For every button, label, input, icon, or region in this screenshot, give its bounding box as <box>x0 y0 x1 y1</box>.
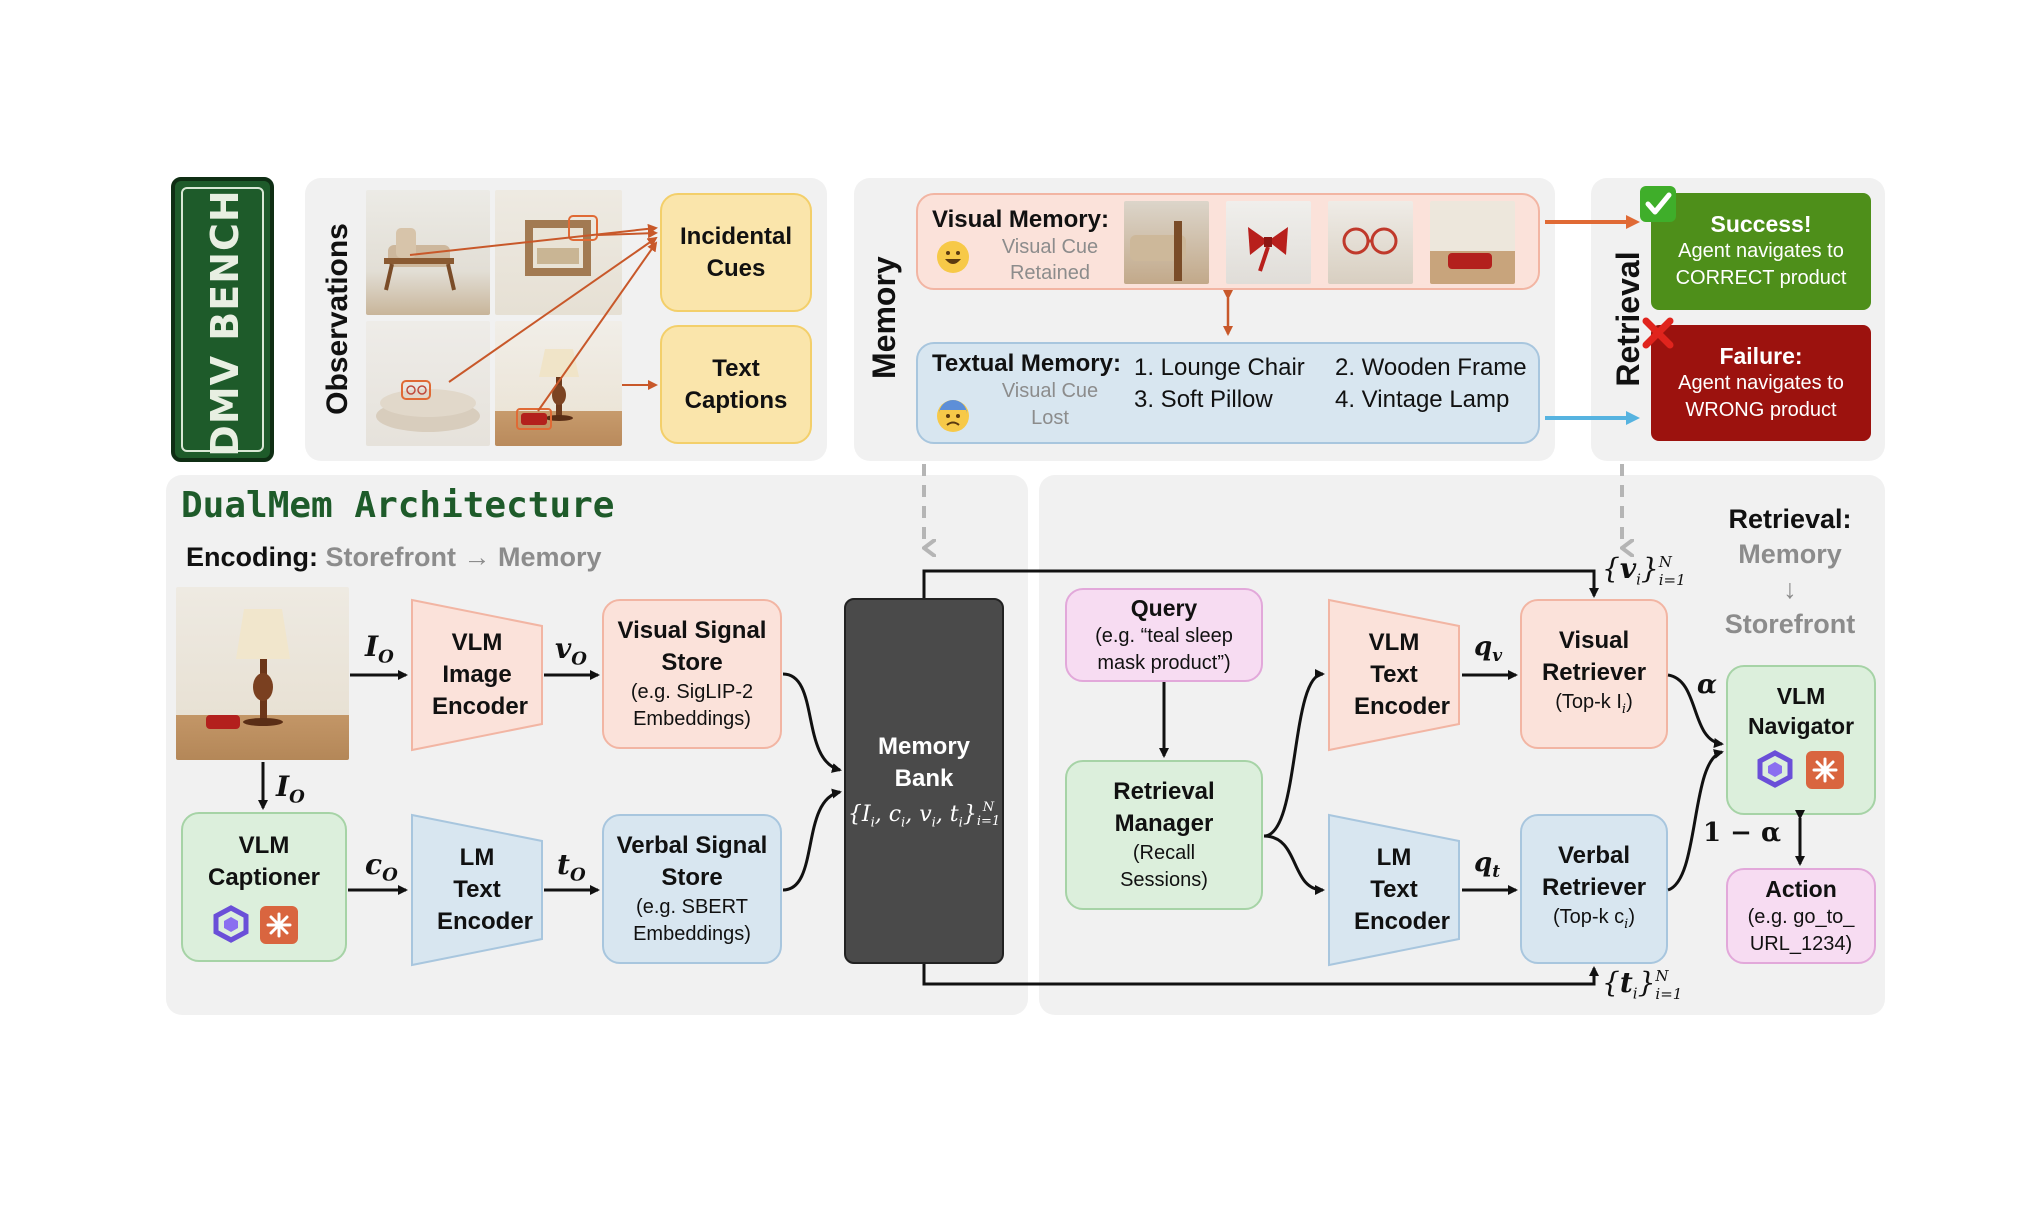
label-alpha: α <box>1697 670 1718 700</box>
text-item-2: 2. Wooden Frame <box>1335 354 1527 381</box>
visual-memory-label: Visual Memory: <box>932 206 1109 233</box>
verbal-retriever-box: Verbal Retriever (Top-k ci) <box>1520 814 1668 964</box>
vlm-navigator-box: VLM Navigator <box>1726 665 1876 815</box>
encoding-label: Encoding: <box>186 542 318 572</box>
vlm-text-encoder-shape <box>1328 598 1460 752</box>
label-q-v: qv <box>1474 632 1503 667</box>
lm-text-encoder-2-shape <box>1328 813 1460 967</box>
incidental-cues-label: Incidental Cues <box>679 222 793 282</box>
failure-title: Failure: <box>1719 342 1803 369</box>
thumb-red-case <box>1430 201 1515 284</box>
retrieval-to: Storefront <box>1724 609 1856 639</box>
label-I-O-2: IO <box>276 770 305 808</box>
lm-text-encoder-2-label: LM Text Encoder <box>1354 844 1451 935</box>
vlm-navigator-label: VLM Navigator <box>1747 683 1855 739</box>
visual-retriever-box: Visual Retriever (Top-k Ii) <box>1520 599 1668 749</box>
encoding-flow: Storefront → Memory <box>325 542 602 572</box>
thumb-red-bow <box>1226 201 1311 284</box>
retrieval-from: Memory <box>1738 539 1842 569</box>
visual-store-title: Visual Signal Store <box>617 617 767 676</box>
vlm-text-encoder-label: VLM Text Encoder <box>1354 629 1451 720</box>
verbal-store-title: Verbal Signal Store <box>616 832 768 891</box>
label-one-minus-alpha: 1 − α <box>1703 818 1781 848</box>
retrieval-manager-box: Retrieval Manager (Recall Sessions) <box>1065 760 1263 910</box>
visual-store-sub: (e.g. SigLIP-2 Embeddings) <box>630 681 754 730</box>
text-captions-box: Text Captions <box>660 325 812 444</box>
vlm-image-encoder-shape <box>411 598 543 752</box>
query-box: Query (e.g. “teal sleep mask product”) <box>1065 588 1263 682</box>
memory-bank-label: Memory Bank <box>877 733 971 793</box>
text-captions-label: Text Captions <box>684 354 788 414</box>
smiling-face-icon <box>937 241 969 273</box>
text-item-3: 3. Soft Pillow <box>1134 386 1273 413</box>
label-c-O: cO <box>365 848 398 886</box>
text-item-1: 1. Lounge Chair <box>1134 354 1305 381</box>
vlm-image-encoder-label: VLM Image Encoder <box>432 629 529 720</box>
action-sub: (e.g. go_to_ URL_1234) <box>1747 906 1855 955</box>
storefront-lamp-photo <box>176 587 349 760</box>
verbal-retriever-title: Verbal Retriever <box>1541 842 1647 901</box>
label-q-t: qt <box>1474 848 1501 883</box>
retrieval-arrow: ↓ <box>1783 574 1797 604</box>
verbal-store-sub: (e.g. SBERT Embeddings) <box>633 896 751 945</box>
incidental-cues-box: Incidental Cues <box>660 193 812 312</box>
encoding-heading: Encoding: Storefront → Memory <box>186 542 602 573</box>
architecture-title: DualMem Architecture <box>181 485 615 526</box>
failure-box: Failure: Agent navigates to WRONG produc… <box>1651 325 1871 441</box>
retrieval-heading: Retrieval: Memory ↓ Storefront <box>1700 502 1880 642</box>
success-text: Agent navigates to CORRECT product <box>1675 240 1847 289</box>
verbal-retriever-sub: (Top-k ci) <box>1553 906 1635 932</box>
verbal-signal-store-box: Verbal Signal Store (e.g. SBERT Embeddin… <box>602 814 782 964</box>
retrieval-label: Retrieval: <box>1728 504 1852 534</box>
lm-text-encoder-label: LM Text Encoder <box>437 844 534 935</box>
label-v-O: vO <box>555 632 587 670</box>
textual-memory-box <box>916 342 1540 444</box>
visual-signal-store-box: Visual Signal Store (e.g. SigLIP-2 Embed… <box>602 599 782 749</box>
observations-title: Observations <box>321 223 354 415</box>
visual-retriever-sub: (Top-k Ii) <box>1555 691 1633 717</box>
query-sub: (e.g. “teal sleep mask product”) <box>1095 625 1233 674</box>
failure-text: Agent navigates to WRONG product <box>1678 371 1844 421</box>
qwen-logo-icon-2 <box>1756 750 1794 788</box>
photo-vintage-lamp <box>495 321 622 446</box>
label-t-O: tO <box>557 848 586 886</box>
action-box: Action (e.g. go_to_ URL_1234) <box>1726 868 1876 964</box>
vlm-captioner-label: VLM Captioner <box>207 832 320 891</box>
visual-cue-retained: Visual Cue Retained <box>1001 236 1099 284</box>
photo-soft-pillow <box>366 321 490 446</box>
thumb-glasses <box>1328 201 1413 284</box>
retrieval-manager-sub: (Recall Sessions) <box>1120 842 1208 891</box>
thumb-chair <box>1124 201 1209 284</box>
memory-title: Memory <box>866 256 902 379</box>
qwen-logo-icon <box>212 905 250 943</box>
textual-memory-label: Textual Memory: <box>932 350 1121 377</box>
success-box: Success! Agent navigates to CORRECT prod… <box>1651 193 1871 310</box>
action-title: Action <box>1765 876 1837 902</box>
visual-retriever-title: Visual Retriever <box>1541 627 1647 686</box>
success-title: Success! <box>1710 211 1812 237</box>
retrieval-manager-title: Retrieval Manager <box>1113 778 1215 837</box>
visual-cue-lost: Visual Cue Lost <box>1001 380 1099 429</box>
logo-text: DMV BENCH <box>203 189 247 457</box>
cross-mark-icon <box>1640 315 1676 351</box>
query-title: Query <box>1130 595 1198 621</box>
anxious-face-icon <box>937 400 969 432</box>
claude-logo-icon <box>260 906 298 944</box>
photo-wooden-frame <box>495 190 622 315</box>
claude-logo-icon-2 <box>1806 751 1844 789</box>
text-item-4: 4. Vintage Lamp <box>1335 386 1510 413</box>
dmv-bench-logo: DMV BENCH <box>171 177 274 462</box>
check-mark-icon <box>1640 186 1676 222</box>
label-I-O: IO <box>365 630 394 668</box>
lm-text-encoder-shape <box>411 813 543 967</box>
photo-lounge-chair <box>366 190 490 315</box>
